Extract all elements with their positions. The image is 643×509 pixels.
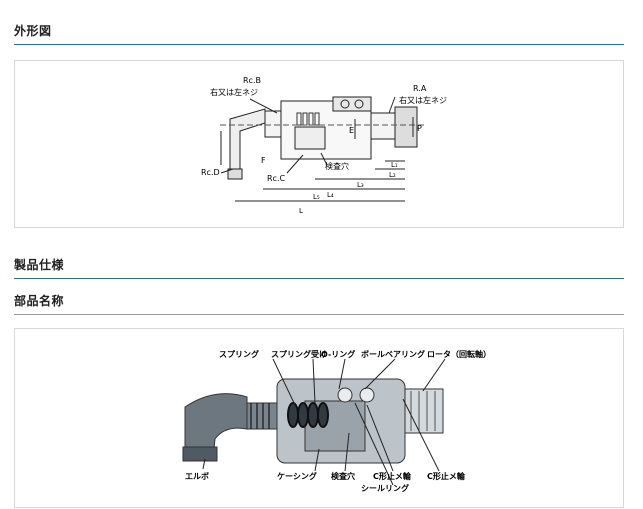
outline-drawing: Rc.B 右又は左ネジ R.A 右又は左ネジ Rc.D Rc.C 検査穴 F E… [201,76,447,215]
part-label-c-ring-1: C形止メ輪 [373,471,412,481]
parts-drawing-panel: スプリング スプリング受け O-リング ボールベアリング ロータ（回転軸） エル… [14,328,624,508]
part-label-elbow: エルボ [185,471,209,481]
label-inspection-hole: 検査穴 [325,161,349,171]
section-title-parts: 部品名称 [14,294,65,308]
part-label-c-ring-2: C形止メ輪 [427,471,466,481]
label-p: P [417,124,422,133]
label-rcc: Rc.C [267,174,286,183]
label-f: F [261,156,266,165]
label-l: L [299,207,303,215]
section-rule-outline [14,44,624,45]
part-label-seal-ring: シールリング [361,483,409,493]
label-rcd: Rc.D [201,168,220,177]
label-e: E [349,126,354,135]
part-label-casing: ケーシング [277,471,317,481]
label-rcb-thread: 右又は左ネジ [210,87,258,97]
section-rule-parts [14,314,624,315]
label-ra: R.A [413,84,427,93]
part-label-o-ring: O-リング [321,349,355,359]
label-l3: L₃ [357,181,364,189]
label-rcb: Rc.B [243,76,261,85]
label-l2: L₂ [389,171,396,179]
outline-drawing-panel: Rc.B 右又は左ネジ R.A 右又は左ネジ Rc.D Rc.C 検査穴 F E… [14,60,624,228]
section-title-outline: 外形図 [14,24,52,38]
label-l5: L₅ [313,193,320,201]
parts-cutaway-drawing: スプリング スプリング受け O-リング ボールベアリング ロータ（回転軸） エル… [182,349,491,493]
label-ra-thread: 右又は左ネジ [399,95,447,105]
part-label-ball-bearing: ボールベアリング [361,349,425,359]
part-label-spring-seat: スプリング受け [271,349,327,359]
section-rule-specs [14,278,624,279]
label-l1: L₁ [391,161,398,169]
part-label-inspection-hole: 検査穴 [331,471,355,481]
label-l4: L₄ [327,191,334,199]
part-label-rotor: ロータ（回転軸） [427,349,491,359]
part-label-spring: スプリング [219,349,259,359]
section-title-specs: 製品仕様 [14,258,65,272]
